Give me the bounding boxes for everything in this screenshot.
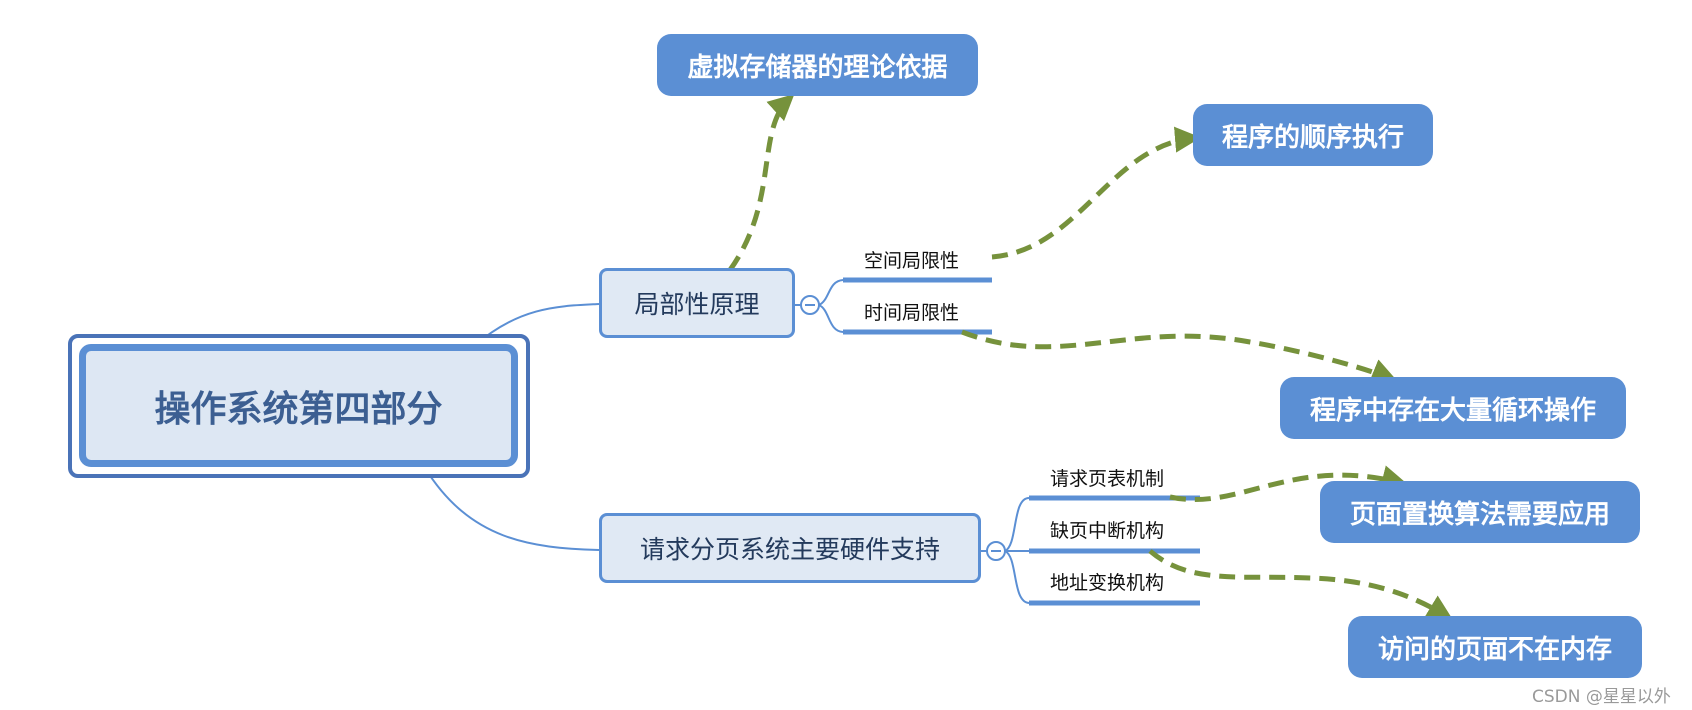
callout-label: 程序的顺序执行 xyxy=(1221,122,1404,153)
collapse-toggle-b1[interactable] xyxy=(800,295,820,315)
callout-sequential-execution[interactable]: 程序的顺序执行 xyxy=(1193,104,1433,166)
subtopic-spatial-locality[interactable]: 空间局限性 xyxy=(864,250,960,272)
branch-node-label: 局部性原理 xyxy=(634,290,760,319)
arrow-s3-callout xyxy=(1169,465,1408,503)
connector-b1-s2 xyxy=(818,304,844,333)
root-node-label: 操作系统第四部分 xyxy=(154,388,443,430)
subtopic-temporal-locality[interactable]: 时间局限性 xyxy=(864,302,960,324)
root-node[interactable]: 操作系统第四部分 xyxy=(79,344,518,467)
callout-label: 虚拟存储器的理论依据 xyxy=(687,52,948,83)
callout-label: 访问的页面不在内存 xyxy=(1377,634,1612,665)
arrow-s1-callout xyxy=(991,126,1201,260)
connector-root-b2 xyxy=(424,467,600,551)
callout-loop-operations[interactable]: 程序中存在大量循环操作 xyxy=(1280,377,1626,439)
callout-page-not-in-memory[interactable]: 访问的页面不在内存 xyxy=(1348,616,1642,678)
connector-b2-s3 xyxy=(1004,497,1030,552)
branch-node-locality[interactable]: 局部性原理 xyxy=(599,268,795,338)
arrow-b1-callout xyxy=(727,93,795,272)
arrow-s4-callout xyxy=(1148,549,1454,621)
callout-theoretical-basis[interactable]: 虚拟存储器的理论依据 xyxy=(657,34,978,96)
branch-node-label: 请求分页系统主要硬件支持 xyxy=(639,535,940,564)
callout-label: 程序中存在大量循环操作 xyxy=(1309,395,1596,426)
branch-node-hardware-support[interactable]: 请求分页系统主要硬件支持 xyxy=(599,513,981,583)
subtopic-page-table-mechanism[interactable]: 请求页表机制 xyxy=(1050,468,1165,490)
subtopic-address-translation[interactable]: 地址变换机构 xyxy=(1050,572,1165,594)
connector-b2-s5 xyxy=(1004,550,1030,604)
callout-label: 页面置换算法需要应用 xyxy=(1349,499,1610,530)
collapse-toggle-b2[interactable] xyxy=(986,541,1006,561)
arrow-s2-callout xyxy=(961,329,1398,384)
connector-b1-s1 xyxy=(818,279,844,306)
watermark: CSDN @星星以外 xyxy=(1532,687,1671,707)
subtopic-page-fault-interrupt[interactable]: 缺页中断机构 xyxy=(1050,520,1165,542)
callout-page-replacement[interactable]: 页面置换算法需要应用 xyxy=(1320,481,1640,543)
